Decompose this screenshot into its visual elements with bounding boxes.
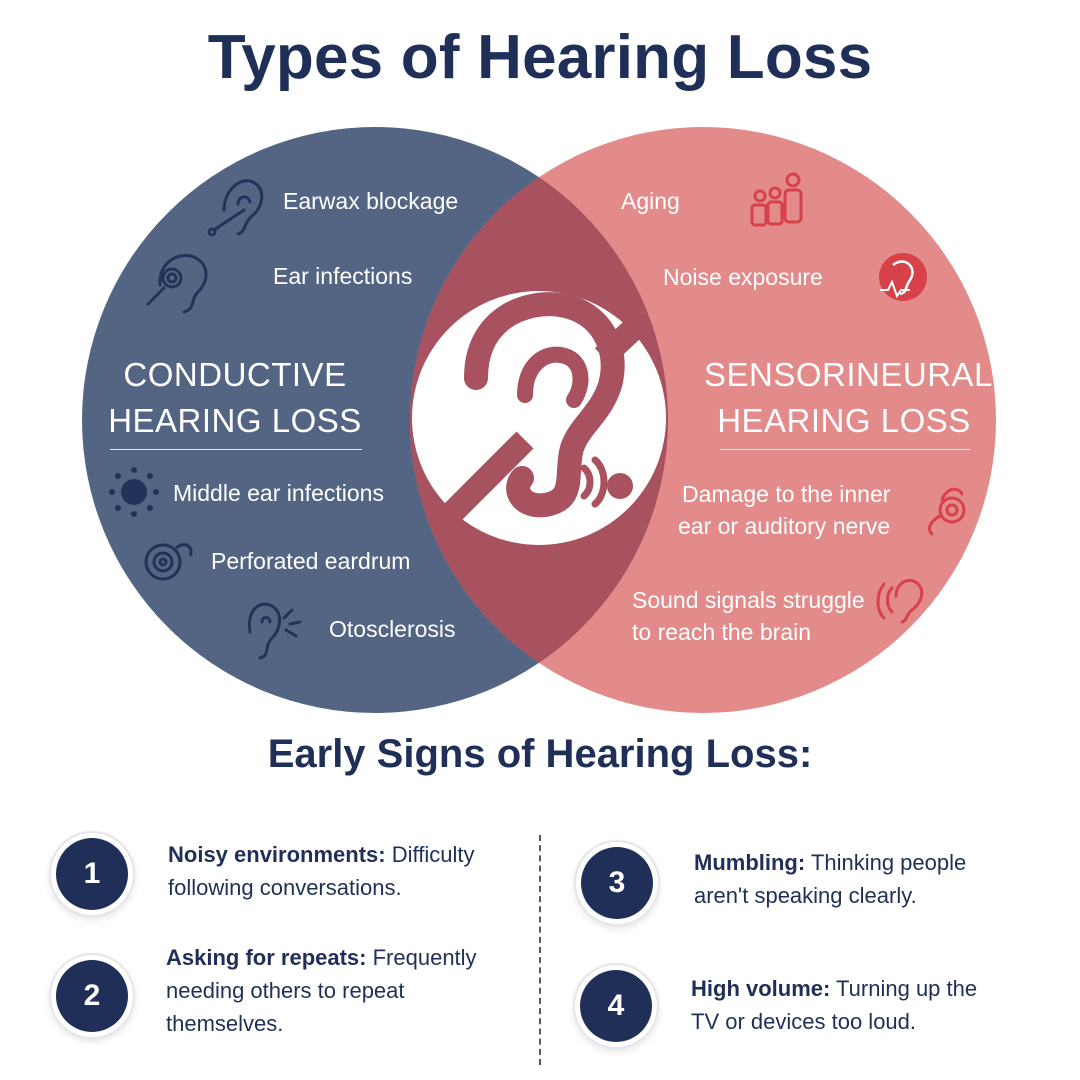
page-title: Types of Hearing Loss	[207, 23, 873, 92]
sign-item-4: High volume: Turning up the TV or device…	[691, 972, 1051, 1038]
sensorineural-item-noise: Noise exposure	[663, 264, 823, 290]
sign-2-line2: needing others to repeat	[166, 978, 405, 1003]
sign-number-3: 3	[581, 847, 653, 919]
signs-divider	[539, 835, 541, 1065]
ear-noise-icon	[879, 253, 927, 301]
hearing-loss-symbol-icon	[412, 291, 666, 545]
sign-number-2: 2	[56, 960, 128, 1032]
sign-3-line2: aren't speaking clearly.	[694, 883, 917, 908]
conductive-heading-line2: HEARING LOSS	[108, 402, 362, 439]
ear-probe-icon	[207, 179, 264, 237]
sign-3-rest: Thinking people	[805, 850, 967, 875]
signs-title: Early Signs of Hearing Loss:	[267, 732, 813, 776]
eardrum-icon	[144, 543, 193, 581]
ear-infection-icon	[146, 254, 208, 314]
sign-4-bold: High volume:	[691, 976, 831, 1001]
sensorineural-item-sound-line2: to reach the brain	[632, 619, 812, 645]
conductive-item-perforated: Perforated eardrum	[211, 548, 411, 574]
sensorineural-item-damage-line1: Damage to the inner	[682, 481, 891, 507]
conductive-heading-rule	[110, 449, 362, 450]
sign-3-bold: Mumbling:	[694, 850, 806, 875]
sign-2-bold: Asking for repeats:	[166, 945, 367, 970]
sign-1-line2: following conversations.	[168, 875, 402, 900]
sign-item-1: Noisy environments: Difficulty following…	[168, 838, 528, 904]
sensorineural-heading-rule	[720, 449, 970, 450]
conductive-heading-line1: CONDUCTIVE	[123, 356, 347, 393]
conductive-item-ear-infections: Ear infections	[273, 263, 413, 289]
conductive-heading: CONDUCTIVE HEARING LOSS	[104, 352, 366, 444]
ear-pain-icon	[247, 602, 302, 660]
overlap-region	[410, 127, 668, 713]
sign-4-rest: Turning up the	[830, 976, 978, 1001]
inner-ear-icon	[928, 487, 966, 536]
sensorineural-item-damage: Damage to the inner ear or auditory nerv…	[678, 478, 890, 542]
conductive-item-otosclerosis: Otosclerosis	[329, 616, 456, 642]
sign-4-line2: TV or devices too loud.	[691, 1009, 917, 1034]
sign-2-rest: Frequently	[366, 945, 477, 970]
sensorineural-item-sound: Sound signals struggle to reach the brai…	[632, 584, 865, 648]
sign-1-bold: Noisy environments:	[168, 842, 386, 867]
sensorineural-heading-line2: HEARING LOSS	[717, 402, 971, 439]
sign-item-3: Mumbling: Thinking people aren't speakin…	[694, 846, 1054, 912]
venn-diagram	[82, 127, 996, 713]
ear-sound-icon	[876, 579, 924, 624]
sensorineural-heading: SENSORINEURAL HEARING LOSS	[704, 352, 993, 444]
virus-icon	[109, 467, 159, 517]
sign-item-2: Asking for repeats: Frequently needing o…	[166, 941, 526, 1040]
sign-number-4: 4	[580, 970, 652, 1042]
family-aging-icon	[750, 172, 803, 227]
sensorineural-item-damage-line2: ear or auditory nerve	[678, 513, 891, 539]
sensorineural-item-aging: Aging	[621, 188, 680, 214]
sensorineural-item-sound-line1: Sound signals struggle	[632, 587, 865, 613]
conductive-item-middle-ear: Middle ear infections	[173, 480, 384, 506]
sign-1-rest: Difficulty	[385, 842, 475, 867]
sign-2-line3: themselves.	[166, 1011, 284, 1036]
conductive-item-earwax: Earwax blockage	[283, 188, 459, 214]
sensorineural-heading-line1: SENSORINEURAL	[704, 356, 993, 393]
sign-number-1: 1	[56, 838, 128, 910]
